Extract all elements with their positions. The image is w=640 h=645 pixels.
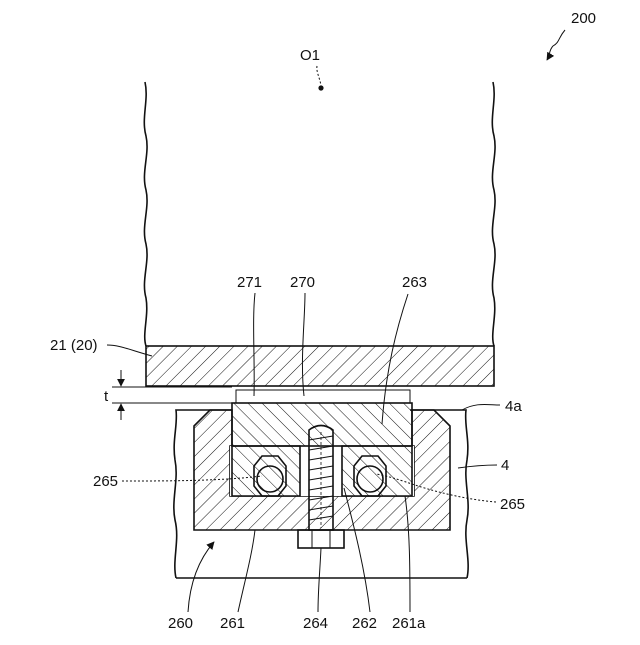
wedge-262-left — [232, 446, 300, 496]
wedge-262-right — [342, 446, 412, 496]
ref-200-arrow — [547, 30, 565, 60]
leader-264 — [318, 548, 321, 612]
label-265-right: 265 — [500, 496, 525, 513]
label-262: 262 — [352, 615, 377, 632]
label-261: 261 — [220, 615, 245, 632]
leader-261 — [238, 530, 255, 612]
label-200: 200 — [571, 10, 596, 27]
o1-leader — [317, 66, 321, 86]
body-right-edge — [492, 82, 495, 346]
label-265-left: 265 — [93, 473, 118, 490]
label-4: 4 — [501, 457, 509, 474]
label-271: 271 — [237, 274, 262, 291]
label-261a: 261a — [392, 615, 426, 632]
pad-263 — [232, 403, 412, 446]
leader-260 — [188, 542, 214, 612]
leader-4a — [462, 404, 500, 410]
o1-point — [318, 85, 323, 90]
label-4a: 4a — [505, 398, 522, 415]
label-263: 263 — [402, 274, 427, 291]
label-270: 270 — [290, 274, 315, 291]
label-21-20: 21 (20) — [50, 337, 98, 354]
leader-4 — [458, 465, 497, 468]
label-o1: O1 — [300, 47, 320, 64]
label-t: t — [104, 388, 109, 405]
label-264: 264 — [303, 615, 328, 632]
plate-21 — [146, 346, 494, 386]
label-260: 260 — [168, 615, 193, 632]
body-left-edge — [144, 82, 147, 346]
